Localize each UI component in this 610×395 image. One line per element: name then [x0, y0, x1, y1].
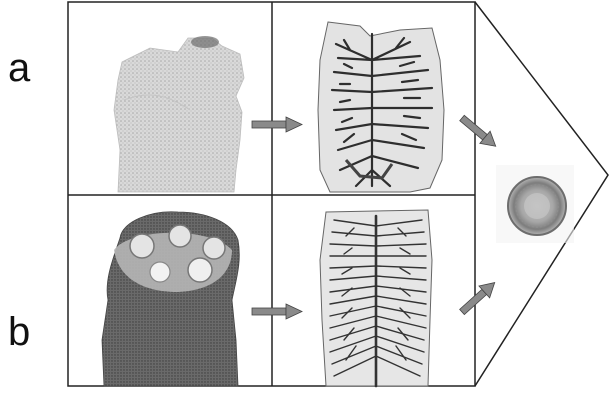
- row-label-a: a: [8, 48, 30, 88]
- segment-b-illustration: [320, 210, 432, 386]
- row-label-b: b: [8, 312, 30, 352]
- scolex-a-illustration: [114, 36, 244, 192]
- egg-illustration: [496, 165, 574, 243]
- arrow-a1-to-a2: [252, 117, 302, 132]
- scolex-b-illustration: [102, 212, 239, 386]
- arrow-b2-to-egg: [457, 277, 500, 318]
- arrow-a2-to-egg: [457, 112, 501, 153]
- arrow-b1-to-b2: [252, 304, 302, 319]
- segment-a-illustration: [318, 22, 444, 192]
